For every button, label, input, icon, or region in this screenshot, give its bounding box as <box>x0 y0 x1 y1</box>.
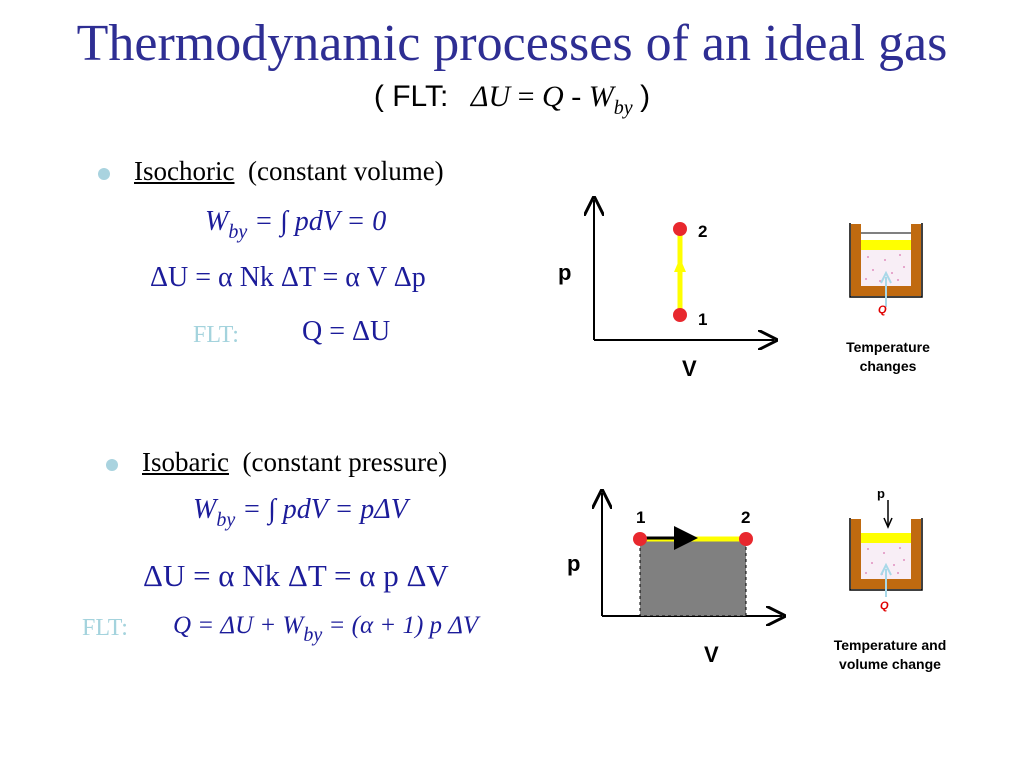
work-area <box>639 538 747 617</box>
isobaric-flt-equation: Q = ΔU + Wby = (α + 1) p ΔV <box>173 612 478 647</box>
subtitle-equals: = <box>517 80 535 113</box>
isobaric-work-equation: Wby = ∫ pdV = pΔV <box>193 494 408 532</box>
point-2-label: 2 <box>741 508 751 527</box>
isochoric-desc: (constant volume) <box>247 156 444 186</box>
state-point-2 <box>673 222 687 236</box>
isochoric-energy-equation: ΔU = α Nk ΔT = α V Δp <box>150 262 426 293</box>
isochoric-flt-label: FLT: <box>193 322 239 348</box>
x-axis-label: V <box>682 356 697 381</box>
heat-label: Q <box>880 600 889 612</box>
bullet-icon <box>98 168 110 180</box>
isobaric-desc: (constant pressure) <box>242 447 448 477</box>
subtitle-delta-u: ΔU <box>470 80 511 113</box>
state-point-2 <box>739 532 753 546</box>
direction-arrow-icon <box>674 258 686 272</box>
isochoric-caption: Temperature changes <box>820 338 956 376</box>
eq-w: W <box>193 494 217 525</box>
isochoric-pv-graph <box>550 190 790 390</box>
eq-w: W <box>205 206 229 237</box>
flt-sub: by <box>303 624 323 646</box>
x-axis-label: V <box>704 642 719 667</box>
caption-line-1: Temperature and <box>833 637 947 653</box>
subtitle-w: W <box>588 80 614 113</box>
isochoric-cylinder <box>849 223 923 307</box>
isochoric-heading: Isochoric (constant volume) <box>134 156 444 187</box>
cylinder-wall-left <box>851 519 861 589</box>
isochoric-work-equation: Wby = ∫ pdV = 0 <box>205 206 386 244</box>
subtitle-w-sub: by <box>613 97 633 119</box>
eq-w-sub: by <box>216 509 236 531</box>
piston <box>861 533 911 543</box>
bullet-icon <box>106 459 118 471</box>
first-law-subtitle: ( FLT: ΔU = Q - Wby ) <box>0 80 1024 120</box>
cylinder-wall-right <box>911 224 921 296</box>
point-2-label: 2 <box>698 222 708 241</box>
gas-molecules-icon <box>865 254 905 282</box>
point-1-label: 1 <box>698 310 708 329</box>
piston-pressure-label: p <box>877 486 885 501</box>
y-axis-label: p <box>567 551 581 576</box>
subtitle-suffix: ) <box>640 80 651 113</box>
isobaric-pv-graph <box>560 485 800 635</box>
cylinder-wall-right <box>911 519 921 589</box>
piston <box>861 240 911 250</box>
isobaric-energy-equation: ΔU = α Nk ΔT = α p ΔV <box>143 558 449 593</box>
heat-label: Q <box>878 304 887 316</box>
y-axis-label: p <box>558 260 572 285</box>
flt-rhs: = (α + 1) p ΔV <box>328 612 479 639</box>
eq-work-rest: = ∫ pdV = pΔV <box>242 494 408 525</box>
subtitle-prefix: ( FLT: <box>373 80 449 113</box>
isochoric-flt-equation: Q = ΔU <box>302 316 391 347</box>
isobaric-heading: Isobaric (constant pressure) <box>142 447 447 478</box>
isobaric-cylinder <box>849 500 923 597</box>
isobaric-caption: Temperature and volume change <box>810 636 970 674</box>
eq-work-rest: = ∫ pdV = 0 <box>254 206 387 237</box>
isobaric-name: Isobaric <box>142 447 229 477</box>
cylinder-wall-left <box>851 224 861 296</box>
subtitle-minus: - <box>571 80 582 113</box>
page-title: Thermodynamic processes of an ideal gas <box>76 15 948 72</box>
state-point-1 <box>673 308 687 322</box>
isobaric-flt-label: FLT: <box>82 615 128 641</box>
flt-lhs: Q = ΔU + W <box>173 612 304 639</box>
isochoric-name: Isochoric <box>134 156 235 186</box>
caption-line-1: Temperature <box>846 339 930 355</box>
gas-molecules-icon <box>865 547 905 575</box>
eq-w-sub: by <box>228 221 248 243</box>
caption-line-2: volume change <box>839 656 941 672</box>
point-1-label: 1 <box>636 508 646 527</box>
state-point-1 <box>633 532 647 546</box>
subtitle-q: Q <box>542 80 564 113</box>
caption-line-2: changes <box>859 358 917 374</box>
